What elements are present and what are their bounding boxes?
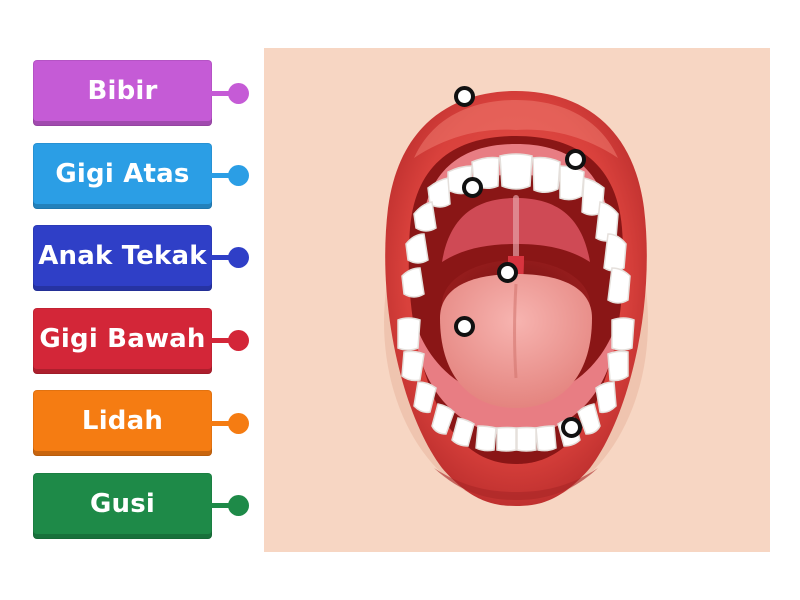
- label-tile-bibir[interactable]: Bibir: [33, 60, 212, 126]
- label-text: Gigi Bawah: [39, 324, 206, 354]
- pin-2[interactable]: [565, 149, 586, 170]
- connector-line: [211, 338, 229, 343]
- label-tile-gigi-atas[interactable]: Gigi Atas: [33, 143, 212, 209]
- pin-4[interactable]: [497, 262, 518, 283]
- connector-gigi-atas: [211, 165, 249, 187]
- connector-line: [211, 173, 229, 178]
- connector-line: [211, 255, 229, 260]
- connector-dot-icon: [228, 413, 249, 434]
- label-tile-lidah[interactable]: Lidah: [33, 390, 212, 456]
- connector-anak-tekak: [211, 247, 249, 269]
- connector-gigi-bawah: [211, 330, 249, 352]
- connector-dot-icon: [228, 165, 249, 186]
- connector-line: [211, 503, 229, 508]
- connector-line: [211, 421, 229, 426]
- label-list: Bibir Gigi Atas Anak Tekak Gigi Bawah Li…: [0, 0, 260, 600]
- label-tile-gigi-bawah[interactable]: Gigi Bawah: [33, 308, 212, 374]
- label-text: Bibir: [87, 76, 158, 106]
- mouth-image-panel: [264, 48, 770, 552]
- mouth-illustration: [384, 91, 648, 506]
- pin-3[interactable]: [462, 177, 483, 198]
- connector-lidah: [211, 413, 249, 435]
- lower-teeth: [397, 317, 635, 452]
- pin-1[interactable]: [454, 86, 475, 107]
- connector-gusi: [211, 495, 249, 517]
- label-tile-anak-tekak[interactable]: Anak Tekak: [33, 225, 212, 291]
- label-text: Gusi: [89, 489, 156, 519]
- connector-dot-icon: [228, 247, 249, 268]
- label-text: Anak Tekak: [38, 241, 207, 271]
- label-text: Lidah: [81, 406, 164, 436]
- connector-bibir: [211, 83, 249, 105]
- label-text: Gigi Atas: [55, 159, 190, 189]
- connector-line: [211, 91, 229, 96]
- pin-6[interactable]: [561, 417, 582, 438]
- connector-dot-icon: [228, 330, 249, 351]
- connector-dot-icon: [228, 495, 249, 516]
- lower-gum-shape: [414, 318, 618, 438]
- connector-dot-icon: [228, 83, 249, 104]
- pin-5[interactable]: [454, 316, 475, 337]
- label-tile-gusi[interactable]: Gusi: [33, 473, 212, 539]
- upper-gum-shape: [422, 144, 610, 224]
